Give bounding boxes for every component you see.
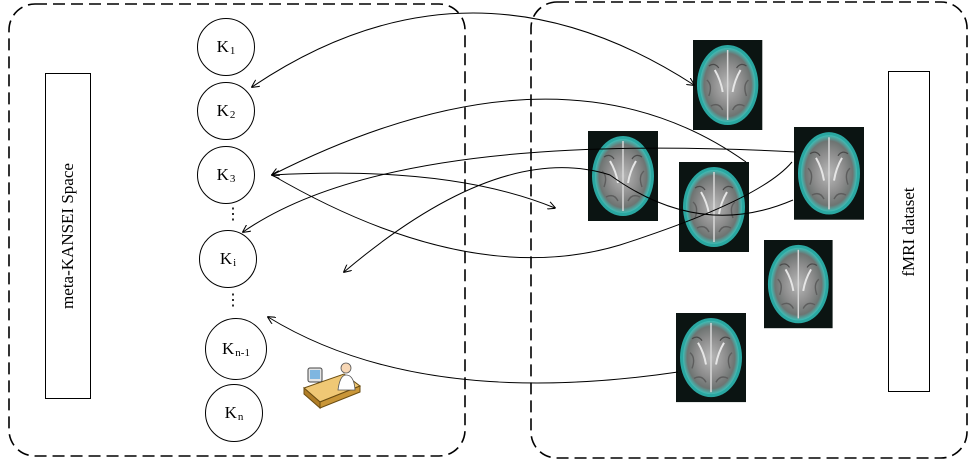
meta-kansei-space-box: meta-KANSEI Space bbox=[45, 73, 91, 399]
kansei-node-sub: 1 bbox=[229, 45, 236, 57]
kansei-node-base: K bbox=[222, 339, 235, 358]
link-arrow-kn1-scan bbox=[268, 317, 679, 384]
link-arrow-k3-scan bbox=[272, 173, 555, 208]
link-arrow-k2-scan bbox=[272, 98, 747, 175]
brain-mri-icon bbox=[587, 130, 659, 222]
kansei-node-base: K bbox=[224, 403, 237, 422]
brain-mri-icon bbox=[675, 312, 747, 404]
kansei-node-sub: n bbox=[237, 411, 244, 423]
kansei-node-base: K bbox=[216, 37, 229, 56]
link-arrow-k3-scan-lower bbox=[271, 161, 793, 259]
person-at-desk-icon bbox=[303, 362, 362, 410]
kansei-node-sub: 2 bbox=[229, 109, 236, 121]
kansei-node-base: K bbox=[219, 249, 233, 268]
kansei-node-base: K bbox=[216, 101, 229, 120]
kansei-node-sub: i bbox=[233, 257, 237, 269]
link-arrow-k1-scan bbox=[252, 12, 694, 87]
ellipsis-dots: ⋮ bbox=[225, 292, 241, 309]
fmri-dataset-box: fMRI dataset bbox=[888, 71, 930, 392]
link-arrow-scan-ki bbox=[344, 167, 794, 272]
link-arrow-ki-scan bbox=[243, 147, 797, 232]
fmri-dataset-boundary bbox=[530, 1, 968, 459]
brain-mri-icon bbox=[763, 239, 834, 330]
kansei-node-sub: n-1 bbox=[235, 347, 250, 359]
meta-kansei-space-label: meta-KANSEI Space bbox=[58, 163, 77, 309]
fmri-dataset-label: fMRI dataset bbox=[899, 186, 918, 277]
ellipsis-dots: ⋮ bbox=[225, 206, 241, 223]
kansei-node-base: K bbox=[216, 165, 229, 184]
brain-mri-icon bbox=[692, 39, 764, 131]
kansei-node-sub: 3 bbox=[229, 173, 236, 185]
meta-kansei-space-boundary bbox=[8, 3, 466, 457]
brain-mri-icon bbox=[792, 125, 866, 221]
brain-mri-icon bbox=[678, 161, 750, 253]
